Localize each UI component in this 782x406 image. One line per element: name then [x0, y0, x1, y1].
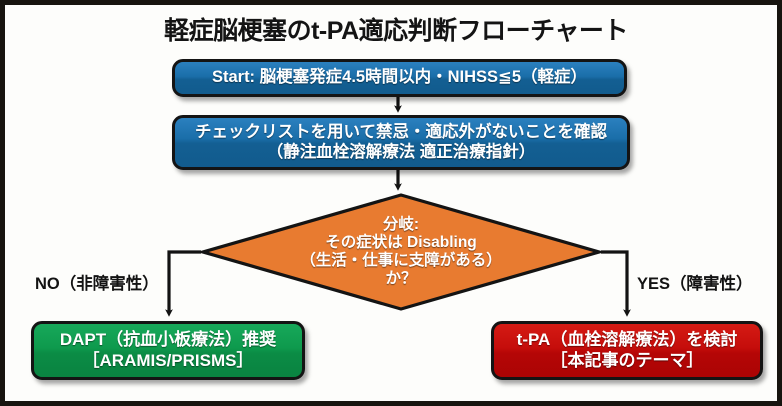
node-checklist-line-1: チェックリストを用いて禁忌・適応外がないことを確認	[194, 123, 607, 142]
node-tpa-line-1: t-PA（血栓溶解療法）を検討	[516, 330, 738, 350]
edge-decision-to-dapt	[165, 250, 201, 317]
node-checklist-line-2: （静注血栓溶解療法 適正治療指針）	[266, 142, 536, 161]
page-title: 軽症脳梗塞のt-PA適応判断フローチャート	[164, 17, 628, 45]
node-dapt-line-1: DAPT（抗血小板療法）推奨	[59, 330, 277, 350]
node-dapt-line-2: ［ARAMIS/PRISMS］	[82, 350, 254, 370]
diamond-shape	[201, 193, 601, 311]
edge-decision-to-tpa	[601, 250, 631, 317]
node-tpa-line-2: ［本記事のテーマ］	[550, 350, 704, 370]
node-start-line-1: Start: 脳梗塞発症4.5時間以内・NIHSS≦5（軽症）	[211, 68, 588, 87]
node-checklist[interactable]: チェックリストを用いて禁忌・適応外がないことを確認 （静注血栓溶解療法 適正治療…	[172, 115, 630, 170]
edge-label-no: NO（非障害性）	[35, 275, 159, 293]
node-tpa[interactable]: t-PA（血栓溶解療法）を検討 ［本記事のテーマ］	[491, 321, 763, 380]
node-dapt[interactable]: DAPT（抗血小板療法）推奨 ［ARAMIS/PRISMS］	[31, 321, 305, 380]
node-decision-diamond[interactable]: 分岐: その症状は Disabling （生活・仕事に支障がある） か？	[201, 193, 601, 311]
edge-label-yes: YES（障害性）	[637, 275, 753, 293]
node-start[interactable]: Start: 脳梗塞発症4.5時間以内・NIHSS≦5（軽症）	[172, 59, 627, 97]
